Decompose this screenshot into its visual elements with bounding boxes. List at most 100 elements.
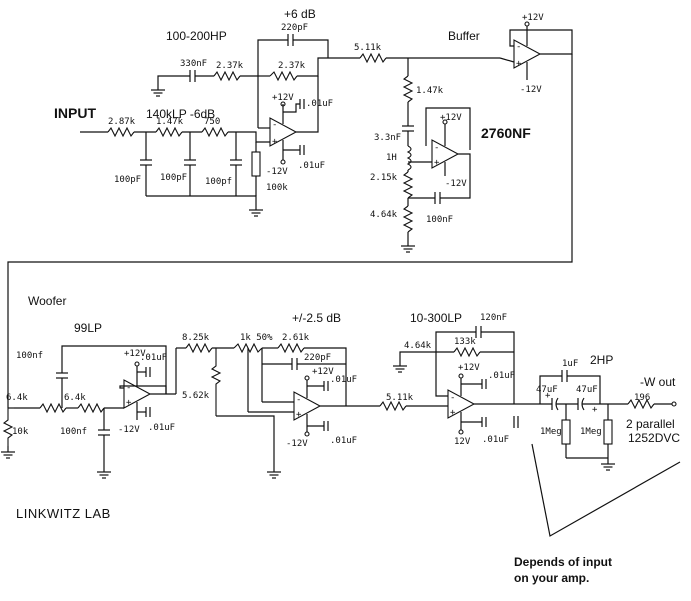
- label-100k: 100k: [266, 183, 288, 193]
- label-1Meg-b: 1Meg: [580, 427, 602, 437]
- label-1Meg-a: 1Meg: [540, 427, 562, 437]
- label-5.11k-a: 5.11k: [354, 43, 382, 53]
- brand-label: LINKWITZ LAB: [16, 506, 111, 521]
- lp300-stage: 5.11k 4.64k 120nF 133k - + +12V: [379, 313, 528, 447]
- label-6.4k-b: 6.4k: [64, 393, 86, 403]
- label-220pF-a: 220pF: [281, 23, 308, 33]
- label-1H: 1H: [386, 153, 397, 163]
- svg-text:+: +: [434, 158, 440, 168]
- label-2.61k: 2.61k: [282, 333, 310, 343]
- svg-text:-: -: [126, 383, 131, 393]
- gain-stage-top: 220pF 2.37k - + +12V .01uF -12V: [257, 23, 333, 177]
- label-6.4k-a: 6.4k: [6, 393, 28, 403]
- label-.01uF-w2: .01uF: [148, 423, 175, 433]
- svg-text:+: +: [450, 408, 456, 418]
- label-+12V-buf: +12V: [522, 13, 544, 23]
- svg-text:-: -: [434, 143, 439, 153]
- note-line2: on your amp.: [514, 571, 589, 585]
- label-12V-l: 12V: [454, 437, 471, 447]
- label-133k: 133k: [454, 337, 476, 347]
- hp2-label: 2HP: [590, 353, 613, 367]
- bottom-section: Woofer 99LP +/-2.5 dB 10-300LP 2HP 10k 6…: [0, 294, 681, 585]
- label-5.62k: 5.62k: [182, 391, 210, 401]
- label-10k: 10k: [12, 427, 29, 437]
- svg-text:-: -: [516, 42, 521, 52]
- label-8.25k: 8.25k: [182, 333, 210, 343]
- label-100nf-w2: 100nf: [60, 427, 87, 437]
- hp2-output: + 47uF + 47uF 1uF 1Meg 1Meg 196: [528, 359, 680, 471]
- label-120nF: 120nF: [480, 313, 507, 323]
- svg-text:-: -: [450, 393, 455, 403]
- label-2.15k: 2.15k: [370, 173, 398, 183]
- gain-adj-label: +/-2.5 dB: [292, 311, 341, 325]
- label-2.37k-b: 2.37k: [278, 61, 306, 71]
- hp-branch: 330nF 2.37k: [150, 59, 258, 97]
- label-.01uF-b: .01uF: [298, 161, 325, 171]
- label-+12V-g: +12V: [312, 367, 334, 377]
- label-.01uF-a: .01uF: [306, 99, 333, 109]
- top-section: 100-200HP +6 dB Buffer INPUT 140kLP -6dB…: [7, 7, 573, 408]
- label-+12V-w: +12V: [124, 349, 146, 359]
- note-line1: Depends of input: [514, 555, 612, 569]
- label-4.64k-b: 4.64k: [404, 341, 432, 351]
- label--12V-w: -12V: [118, 425, 140, 435]
- label--12V-a: -12V: [266, 167, 288, 177]
- svg-text:+: +: [592, 405, 598, 415]
- label--12V-nf: -12V: [445, 179, 467, 189]
- woofer-label: Woofer: [28, 294, 66, 308]
- label--12V-buf: -12V: [520, 85, 542, 95]
- label-196: 196: [634, 393, 650, 403]
- label-2.37k-a: 2.37k: [216, 61, 244, 71]
- buffer-stage: 5.11k - + +12V -12V: [7, 13, 573, 408]
- label-.01uF-l2: .01uF: [482, 435, 509, 445]
- lp99-label: 99LP: [74, 321, 102, 335]
- label-.01uF-l: .01uF: [488, 371, 515, 381]
- label-2.87k: 2.87k: [108, 117, 136, 127]
- label-47uF-b: 47uF: [576, 385, 598, 395]
- label-3.3nF: 3.3nF: [374, 133, 401, 143]
- label-100pf-c: 100pf: [205, 177, 232, 187]
- svg-text:+: +: [545, 391, 551, 401]
- input-lp-ladder: 2.87k 1.47k 750 100pF 100pF 100pf 100k: [80, 117, 288, 217]
- label-1.47k-b: 1.47k: [416, 86, 444, 96]
- driver-label-line1: 2 parallel: [626, 417, 675, 431]
- buffer-label: Buffer: [448, 29, 480, 43]
- label-220pF-g: 220pF: [304, 353, 331, 363]
- divider: 8.25k 5.62k: [175, 333, 282, 479]
- gain-top-label: +6 dB: [284, 7, 316, 21]
- label-750: 750: [204, 117, 220, 127]
- label-+12V-nf: +12V: [440, 113, 462, 123]
- hp-filter-label: 100-200HP: [166, 29, 227, 43]
- lp-filter-label: 140kLP -6dB: [146, 107, 215, 121]
- label-100pF-b: 100pF: [160, 173, 187, 183]
- label-330nF: 330nF: [180, 59, 207, 69]
- label--12V-g: -12V: [286, 439, 308, 449]
- label-1.47k-a: 1.47k: [156, 117, 184, 127]
- lp300-label: 10-300LP: [410, 311, 462, 325]
- label-+12V-a: +12V: [272, 93, 294, 103]
- label-100nf-w: 100nf: [16, 351, 43, 361]
- label-47uF-a: 47uF: [536, 385, 558, 395]
- svg-text:+: +: [296, 410, 302, 420]
- label-100pF-a: 100pF: [114, 175, 141, 185]
- label-+12V-l: +12V: [458, 363, 480, 373]
- label-5.11k-b: 5.11k: [386, 393, 414, 403]
- label-.01uF-g2: .01uF: [330, 436, 357, 446]
- svg-text:+: +: [516, 59, 522, 69]
- label-100nF-nf: 100nF: [426, 215, 453, 225]
- notch-filter: 1.47k 3.3nF 1H 2.15k 4.64k - + 100nF: [370, 58, 471, 253]
- svg-text:+: +: [126, 398, 132, 408]
- svg-text:-: -: [296, 395, 301, 405]
- svg-text:+: +: [272, 137, 278, 147]
- input-label: INPUT: [54, 105, 96, 121]
- svg-text:-: -: [272, 120, 277, 130]
- label-.01uF-w: .01uF: [140, 353, 167, 363]
- label-1uF: 1uF: [562, 359, 578, 369]
- gain-adjust-stage: 1k 50% 2.61k 220pF - + +12V .01uF: [233, 333, 380, 449]
- output-label: -W out: [640, 375, 676, 389]
- notch-label: 2760NF: [481, 125, 531, 141]
- driver-label-line2: 1252DVC: [628, 431, 680, 445]
- note-bracket: Depends of input on your amp.: [514, 443, 681, 585]
- woofer-lp99: 10k 6.4k 6.4k 100nf 100nf - +: [0, 345, 176, 479]
